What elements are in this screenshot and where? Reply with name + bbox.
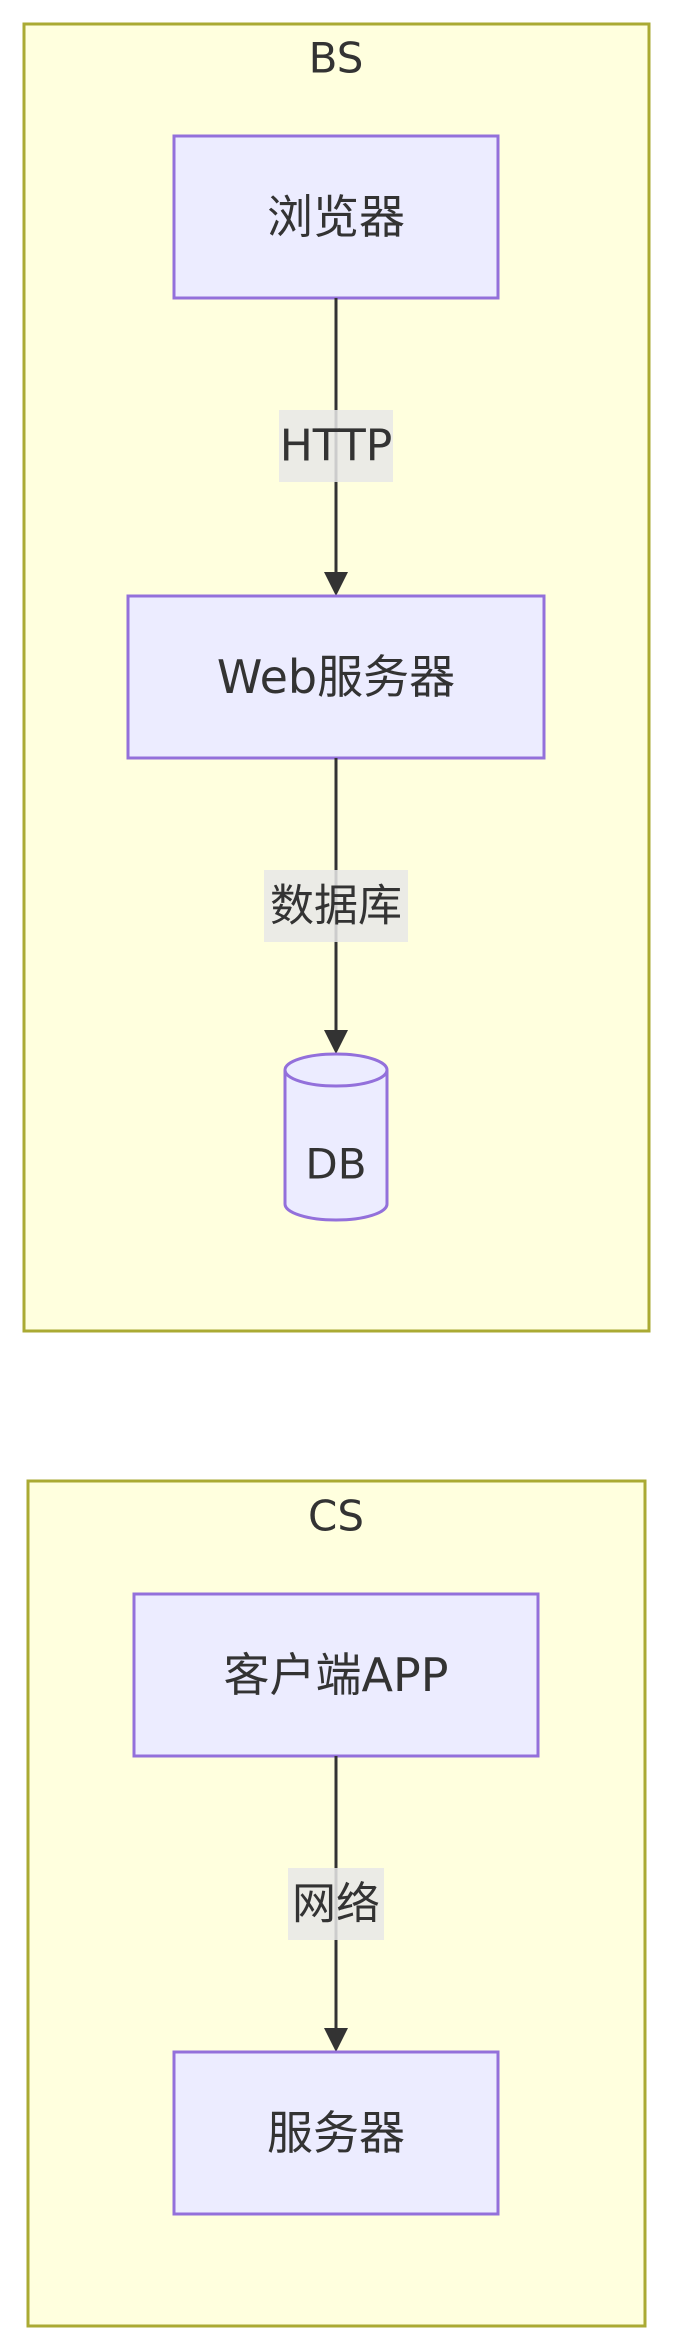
cluster-cs-title: CS	[308, 1492, 364, 1541]
cluster-bs: BS 浏览器 HTTP Web服务器 数据库 DB	[22, 22, 651, 1333]
edge-web-to-db: 数据库	[264, 758, 408, 1054]
node-client-app-box	[132, 1592, 540, 1758]
edge-browser-to-web: HTTP	[279, 298, 393, 596]
db-cylinder-body	[283, 1070, 389, 1222]
edge-label-bg	[288, 1868, 384, 1940]
node-db-label: DB	[305, 1140, 366, 1189]
cluster-cs: CS 客户端APP 网络 服务器	[26, 1479, 647, 2328]
arrowhead	[324, 572, 348, 596]
node-client-app-label: 客户端APP	[224, 1648, 449, 1702]
node-web-server-box	[126, 594, 546, 760]
node-web-server: Web服务器	[126, 594, 546, 760]
node-web-server-label: Web服务器	[217, 650, 455, 704]
node-db: DB	[283, 1052, 389, 1222]
edge-client-to-server: 网络	[288, 1756, 384, 2052]
db-cylinder-top	[283, 1052, 389, 1088]
edge-browser-to-web-label: HTTP	[280, 421, 393, 472]
edge-label-bg	[279, 410, 393, 482]
node-browser-box	[172, 134, 500, 300]
node-browser: 浏览器	[172, 134, 500, 300]
node-server-label: 服务器	[267, 2106, 405, 2160]
node-server-box	[172, 2050, 500, 2216]
edge-label-bg	[264, 870, 408, 942]
node-server: 服务器	[172, 2050, 500, 2216]
arrowhead	[324, 2028, 348, 2052]
node-client-app: 客户端APP	[132, 1592, 540, 1758]
cluster-bs-title: BS	[309, 34, 364, 83]
node-browser-label: 浏览器	[267, 190, 405, 244]
arrowhead	[324, 1030, 348, 1054]
edge-web-to-db-label: 数据库	[270, 881, 402, 932]
edge-client-to-server-label: 网络	[292, 1879, 380, 1930]
